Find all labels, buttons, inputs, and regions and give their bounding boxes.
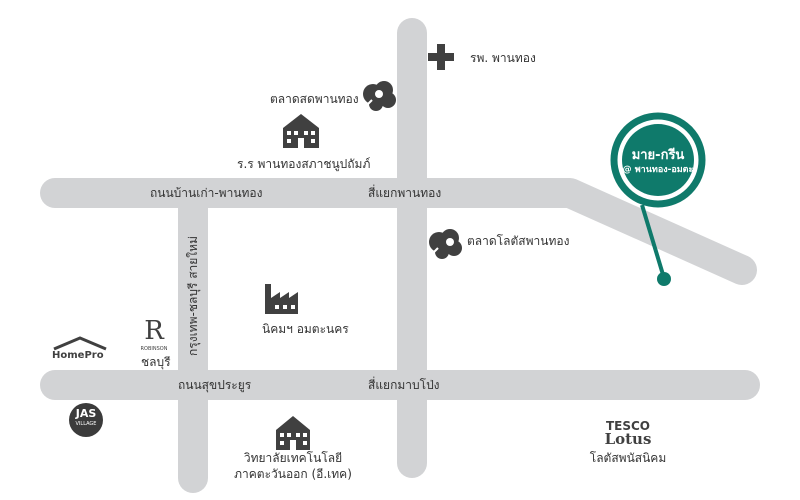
college-label-line1: วิทยาลัยเทคโนโลยี xyxy=(243,451,343,465)
destination-name: มาย-กรีน xyxy=(631,148,685,163)
market-produce-icon xyxy=(429,229,462,259)
jas-logo-text: JAS xyxy=(75,407,97,420)
homepro-text: HomePro xyxy=(52,350,104,361)
roads xyxy=(40,18,760,493)
tesco-logo-bottom: Lotus xyxy=(604,430,652,448)
destination-sub: @ พานทอง-อมตะ xyxy=(622,165,694,175)
market-produce-icon xyxy=(363,81,396,111)
lotus-market-label: ตลาดโลตัสพานทอง xyxy=(467,234,570,248)
upper-road-label: ถนนบ้านเก่า-พานทอง xyxy=(150,186,263,200)
jas-village-logo xyxy=(69,403,103,437)
fresh-market-label: ตลาดสดพานทอง xyxy=(270,92,359,106)
hospital-cross-icon xyxy=(428,44,454,70)
industrial-estate-label: นิคมฯ อมตะนคร xyxy=(262,322,349,336)
road-upper xyxy=(40,178,757,285)
upper-intersection-label: สี่แยกพานทอง xyxy=(368,186,442,200)
robinson-label: ชลบุรี xyxy=(141,355,171,369)
jas-logo-sub: VILLAGE xyxy=(75,421,97,427)
lower-road-label: ถนนสุขประยูร xyxy=(178,378,252,392)
college-label-line2: ภาคตะวันออก (อี.เทค) xyxy=(234,467,352,481)
school-building-icon xyxy=(283,114,319,148)
college-building-icon xyxy=(276,416,310,450)
lower-intersection-label: สี่แยกมาบโป่ง xyxy=(368,378,440,392)
hospital-label: รพ. พานทอง xyxy=(470,51,536,65)
robinson-logo-text: ROBINSON xyxy=(140,346,168,352)
robinson-logo-letter: R xyxy=(144,316,164,346)
tesco-label: โลตัสพนัสนิคม xyxy=(589,451,667,465)
school-label: ร.ร พานทองสภาชนูปถัมภ์ xyxy=(237,157,371,171)
tesco-logo-top: TESCO xyxy=(605,419,651,433)
destination-pin xyxy=(610,112,706,286)
homepro-logo xyxy=(53,336,107,351)
vertical-road-label: กรุงเทพ-ชลบุรี สายใหม่ xyxy=(186,236,200,356)
factory-icon xyxy=(265,284,298,314)
